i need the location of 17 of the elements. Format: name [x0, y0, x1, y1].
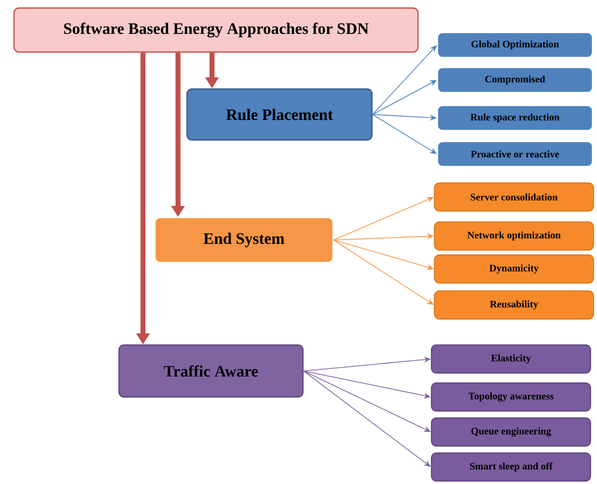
category-box: Traffic Aware [118, 344, 304, 398]
item-box: Reusability [434, 290, 594, 320]
category-box: End System [154, 216, 334, 264]
item-box: Network optimization [434, 221, 594, 251]
category-box: Rule Placement [186, 88, 373, 141]
item-box: Proactive or reactive [436, 140, 594, 168]
item-box: Compromised [436, 66, 594, 94]
item-box: Queue engineering [430, 417, 592, 447]
item-box: Topology awareness [430, 382, 592, 412]
item-box: Rule space reduction [436, 104, 594, 132]
item-box: Global Optimization [436, 32, 594, 58]
title-box: Software Based Energy Approaches for SDN [13, 7, 419, 53]
item-box: Elasticity [430, 344, 592, 374]
item-box: Server consolidation [434, 182, 594, 212]
arrow [372, 45, 437, 115]
item-box: Smart sleep and off [430, 452, 592, 482]
item-box: Dynamicity [434, 254, 594, 284]
